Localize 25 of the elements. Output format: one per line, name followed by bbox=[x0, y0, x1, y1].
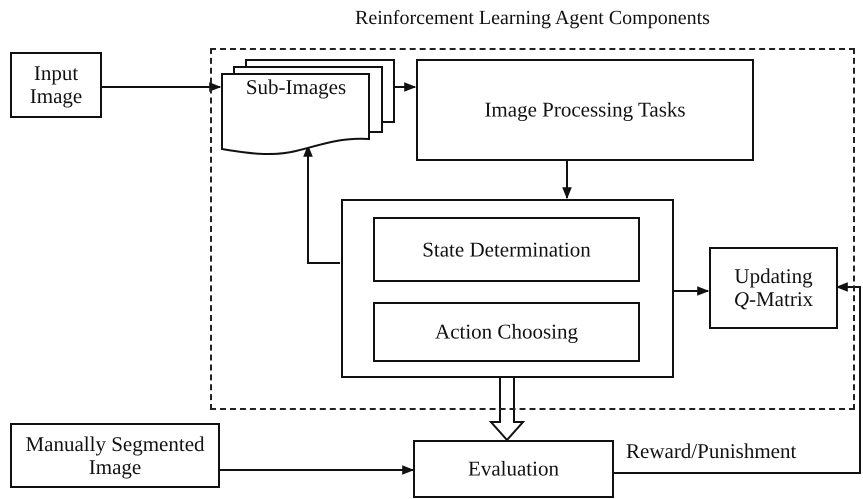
block-arrow bbox=[488, 376, 526, 442]
arrow bbox=[562, 160, 572, 200]
node-label: Action Choosing bbox=[434, 320, 579, 344]
arrow bbox=[614, 282, 861, 474]
arrow bbox=[394, 82, 416, 92]
document-stack bbox=[221, 59, 395, 155]
node-label: State Determination bbox=[421, 238, 592, 261]
node-label: Image Processing Tasks bbox=[483, 98, 687, 122]
process-box bbox=[10, 52, 102, 118]
process-box bbox=[416, 59, 754, 161]
process-box bbox=[709, 247, 838, 329]
process-box bbox=[373, 302, 640, 362]
arrow bbox=[102, 82, 222, 92]
node-label: Evaluation bbox=[467, 458, 560, 480]
arrow bbox=[220, 465, 414, 475]
group-heading: Reinforcement Learning Agent Components bbox=[354, 7, 711, 30]
process-box bbox=[10, 423, 220, 488]
node-label: Sub-Images bbox=[244, 76, 348, 99]
node-label: Updating Q-Matrix bbox=[732, 265, 814, 311]
node-label: Input Image bbox=[28, 62, 84, 108]
process-box bbox=[341, 199, 674, 378]
node-label: Manually Segmented Image bbox=[24, 432, 206, 478]
process-box bbox=[413, 440, 614, 498]
arrow bbox=[673, 286, 710, 296]
process-box bbox=[373, 217, 640, 282]
